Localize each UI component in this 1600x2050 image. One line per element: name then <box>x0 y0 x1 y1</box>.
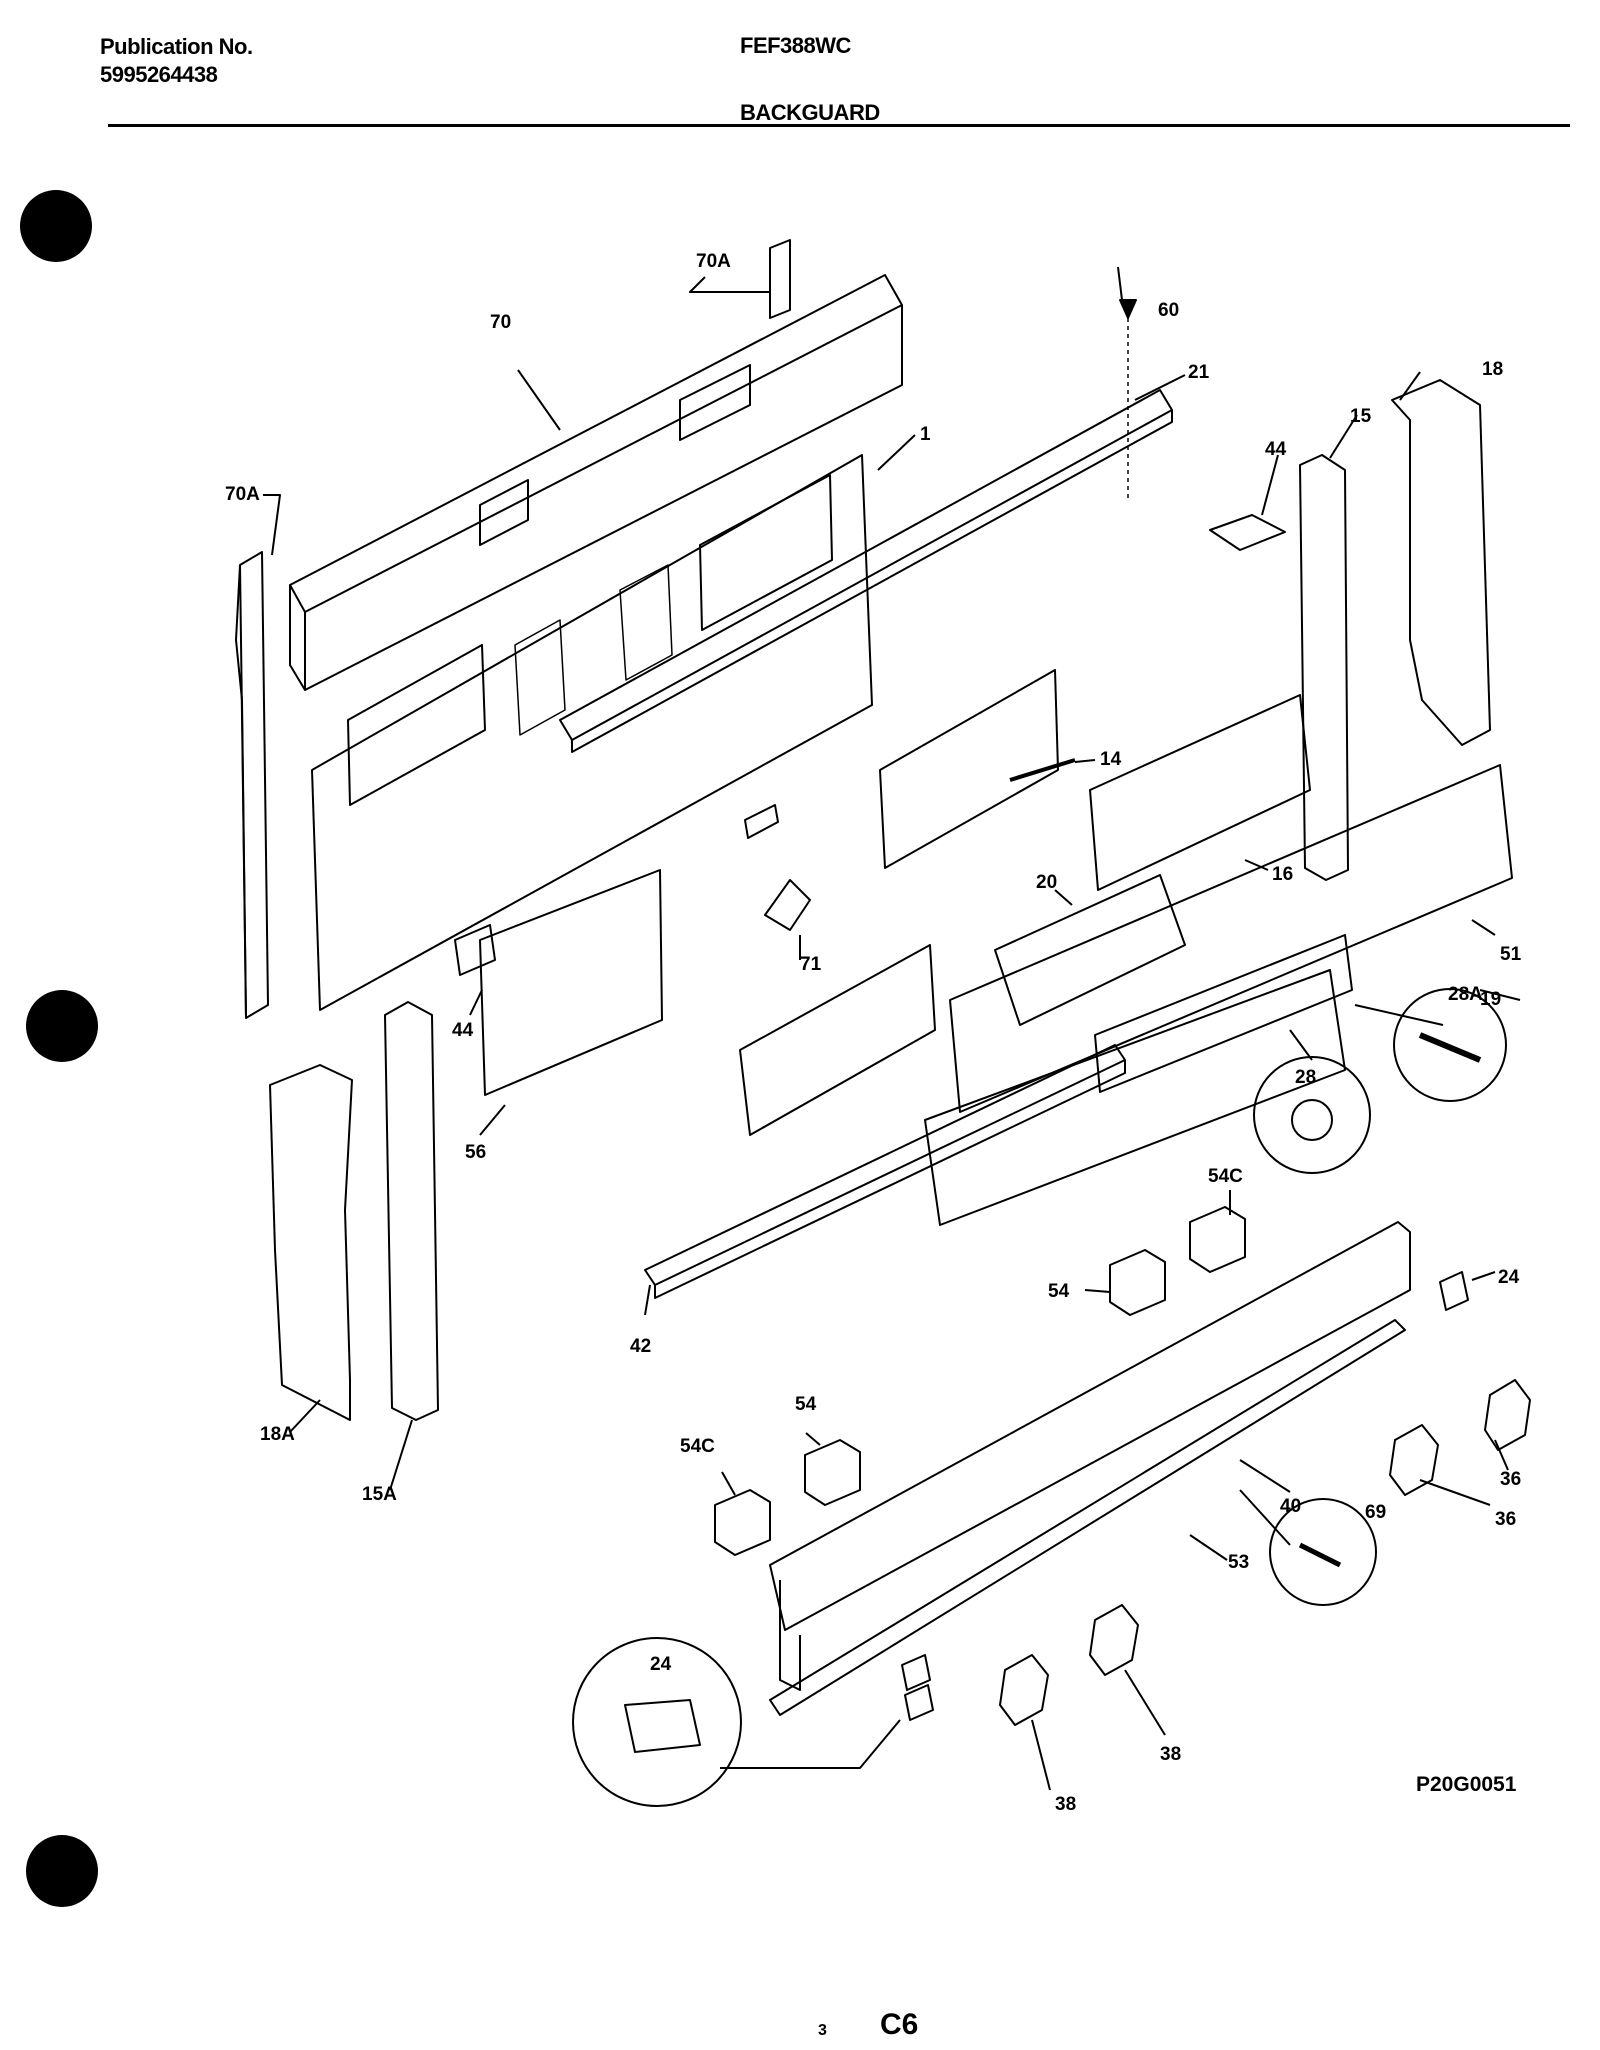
part-label-54-top: 54 <box>1048 1281 1070 1302</box>
publication-label: Publication No. <box>100 34 253 59</box>
part-label-54C-low: 54C <box>680 1436 715 1457</box>
section-title: BACKGUARD <box>740 100 880 125</box>
binder-hole-middle <box>26 990 98 1062</box>
part-label-70: 70 <box>490 312 511 333</box>
part-label-1: 1 <box>920 424 931 445</box>
part-label-19: 19 <box>1480 989 1501 1010</box>
part-label-20: 20 <box>1036 872 1057 893</box>
binder-hole-top <box>20 190 92 262</box>
part-label-38-b: 38 <box>1055 1794 1076 1815</box>
part-label-56: 56 <box>465 1142 486 1163</box>
part-label-16: 16 <box>1272 864 1293 885</box>
page-code: C6 <box>880 2008 919 2041</box>
part-label-71: 71 <box>800 954 822 975</box>
part-label-69: 69 <box>1365 1502 1386 1523</box>
part-label-28: 28 <box>1295 1067 1316 1088</box>
part-label-42: 42 <box>630 1336 651 1357</box>
part-label-18: 18 <box>1482 359 1503 380</box>
page-number: 3 <box>818 2022 827 2039</box>
part-label-24-top: 24 <box>1498 1267 1520 1288</box>
part-number-labels: 70A 70 60 21 18 1 15 44 70A 14 16 20 71 … <box>225 251 1522 1815</box>
part-label-36-a: 36 <box>1500 1469 1521 1490</box>
model-number: FEF388WC <box>740 33 851 58</box>
part-label-38-a: 38 <box>1160 1744 1181 1765</box>
part-label-51: 51 <box>1500 944 1522 965</box>
part-label-24-low: 24 <box>650 1654 672 1675</box>
part-label-14: 14 <box>1100 749 1122 770</box>
part-label-54C-top: 54C <box>1208 1166 1243 1187</box>
part-label-70A-left: 70A <box>225 484 260 505</box>
part-label-36-b: 36 <box>1495 1509 1516 1530</box>
part-label-54-low: 54 <box>795 1394 817 1415</box>
part-label-44-left: 44 <box>452 1020 474 1041</box>
part-label-40: 40 <box>1280 1496 1301 1517</box>
part-label-44-top: 44 <box>1265 439 1287 460</box>
part-label-53: 53 <box>1228 1552 1249 1573</box>
part-label-18A: 18A <box>260 1424 295 1445</box>
part-label-60: 60 <box>1158 300 1179 321</box>
binder-hole-bottom <box>26 1835 98 1907</box>
part-label-15A: 15A <box>362 1484 397 1505</box>
part-label-15: 15 <box>1350 406 1372 427</box>
drawing-code: P20G0051 <box>1416 1773 1517 1796</box>
header-rule <box>108 124 1570 127</box>
publication-number: 5995264438 <box>100 62 218 87</box>
part-label-70A-top: 70A <box>696 251 731 272</box>
part-label-21: 21 <box>1188 362 1210 383</box>
part-label-28A: 28A <box>1448 984 1483 1005</box>
